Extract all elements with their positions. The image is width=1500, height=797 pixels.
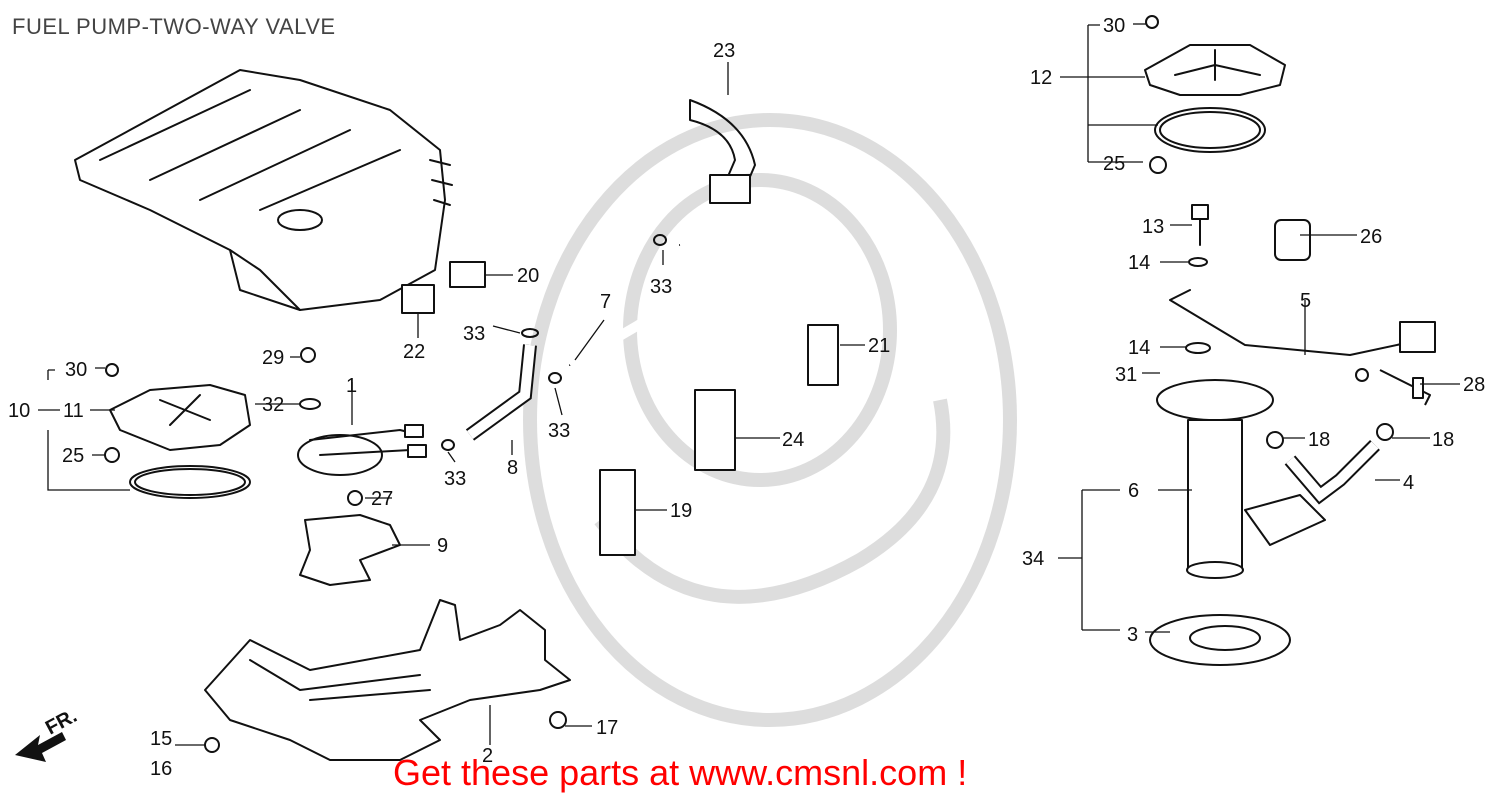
diagram-title: FUEL PUMP-TWO-WAY VALVE: [12, 14, 336, 39]
callout-25a: 25: [62, 445, 84, 467]
callout-11: 11: [63, 400, 84, 422]
callout-18b: 18: [1432, 429, 1454, 451]
leader-lines: [38, 23, 1460, 746]
clamp-22: [401, 284, 435, 314]
clamp-24: [694, 389, 736, 471]
holder-23: [689, 99, 756, 204]
watermark-logo: [523, 113, 1017, 727]
callout-31: 31: [1115, 364, 1137, 386]
callout-33c: 33: [548, 420, 570, 442]
callout-30a: 30: [65, 359, 87, 381]
callout-19: 19: [670, 500, 692, 522]
fuel-pump-6: [1156, 368, 1424, 579]
callout-1: 1: [346, 375, 357, 397]
callout-22: 22: [403, 341, 425, 363]
callout-16: 16: [150, 758, 172, 780]
two-way-valve: [297, 424, 427, 476]
callout-4: 4: [1403, 472, 1414, 494]
callout-15: 15: [150, 728, 172, 750]
callout-17: 17: [596, 717, 618, 739]
callout-23: 23: [713, 40, 735, 62]
gasket-3: [1149, 614, 1291, 666]
callout-28: 28: [1463, 374, 1485, 396]
clamp-21: [807, 324, 839, 386]
callout-14a: 14: [1128, 252, 1150, 274]
callout-33b: 33: [463, 323, 485, 345]
callout-7: 7: [600, 291, 611, 313]
callout-18a: 18: [1308, 429, 1330, 451]
front-arrow-icon: [15, 732, 66, 762]
hose-4: [1266, 423, 1394, 505]
fasteners: [104, 234, 667, 753]
callout-14b: 14: [1128, 337, 1150, 359]
bolt-13: [1185, 204, 1211, 354]
callout-12: 12: [1030, 67, 1052, 89]
callout-27: 27: [371, 488, 393, 510]
callout-9: 9: [437, 535, 448, 557]
clamp-19: [599, 469, 636, 556]
callout-33a: 33: [650, 276, 672, 298]
callout-24: 24: [782, 429, 804, 451]
fuel-tank: [74, 69, 453, 311]
callout-8: 8: [507, 457, 518, 479]
callout-10: 10: [8, 400, 30, 422]
front-marker-label: FR.: [42, 705, 81, 740]
callout-32: 32: [262, 394, 284, 416]
callout-6: 6: [1128, 480, 1139, 502]
valve-bracket: [299, 514, 401, 586]
callout-2: 2: [482, 745, 493, 767]
callout-33d: 33: [444, 468, 466, 490]
callout-13: 13: [1142, 216, 1164, 238]
callout-30b: 30: [1103, 15, 1125, 37]
under-cover: [204, 599, 571, 761]
callout-34: 34: [1022, 548, 1044, 570]
hose-8: [465, 344, 537, 441]
callout-21: 21: [868, 335, 890, 357]
hose-7: [567, 233, 746, 370]
clamp-20: [449, 261, 486, 288]
pump-cover-left: [109, 384, 251, 499]
pump-cover-right: [1144, 15, 1286, 174]
callout-20: 20: [517, 265, 539, 287]
callout-26: 26: [1360, 226, 1382, 248]
cover-26: [1274, 219, 1311, 261]
callout-5: 5: [1300, 290, 1311, 312]
callout-labels: 1 2 3 4 5 6 7 8 9 10 11 12 13 14 14 15 1…: [8, 15, 1485, 780]
callout-3: 3: [1127, 624, 1138, 646]
callout-25b: 25: [1103, 153, 1125, 175]
callout-29: 29: [262, 347, 284, 369]
promo-link[interactable]: Get these parts at www.cmsnl.com !: [393, 752, 968, 793]
